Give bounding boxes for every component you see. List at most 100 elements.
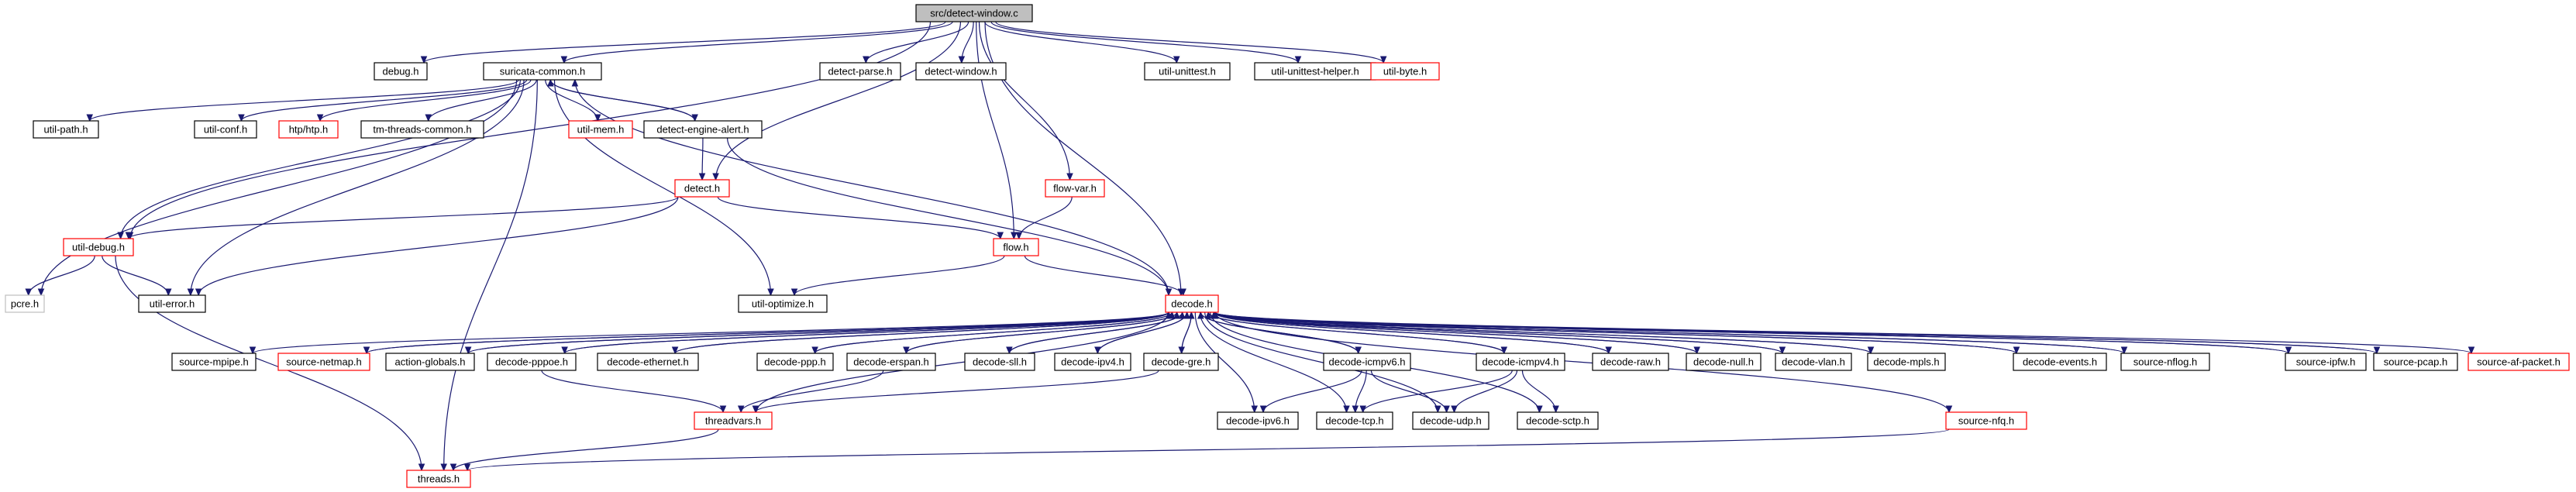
node-decode-ppp[interactable]: decode-ppp.h bbox=[756, 353, 834, 371]
node-decode-erspan[interactable]: decode-erspan.h bbox=[846, 353, 936, 371]
node-decode-raw[interactable]: decode-raw.h bbox=[1592, 353, 1669, 371]
edge-decode-gre-to-decode bbox=[1181, 311, 1195, 354]
node-label: util-byte.h bbox=[1383, 66, 1427, 77]
node-decode-icmpv4[interactable]: decode-icmpv4.h bbox=[1476, 353, 1565, 371]
node-decode-vlan[interactable]: decode-vlan.h bbox=[1775, 353, 1852, 371]
node-decode-events[interactable]: decode-events.h bbox=[2013, 353, 2107, 371]
node-decode-icmpv6[interactable]: decode-icmpv6.h bbox=[1323, 353, 1411, 371]
node-threadvars[interactable]: threadvars.h bbox=[694, 411, 773, 430]
node-util-debug[interactable]: util-debug.h bbox=[63, 238, 134, 256]
node-box bbox=[2285, 353, 2367, 371]
node-box bbox=[568, 120, 633, 139]
node-box bbox=[1370, 62, 1440, 81]
node-detect[interactable]: detect.h bbox=[674, 179, 730, 198]
node-detect-window[interactable]: detect-window.h bbox=[915, 62, 1007, 81]
node-pcre[interactable]: pcre.h bbox=[5, 294, 45, 313]
node-box bbox=[915, 4, 1033, 22]
node-flow[interactable]: flow.h bbox=[993, 238, 1039, 256]
node-root[interactable]: src/detect-window.c bbox=[915, 4, 1033, 22]
node-htp[interactable]: htp/htp.h bbox=[278, 120, 339, 139]
node-label: decode-mpls.h bbox=[1873, 356, 1939, 368]
node-detect-engine-alert[interactable]: detect-engine-alert.h bbox=[643, 120, 763, 139]
node-label: decode-sctp.h bbox=[1526, 415, 1589, 427]
node-box bbox=[738, 294, 828, 313]
node-label: source-af-packet.h bbox=[2477, 356, 2561, 368]
node-label: src/detect-window.c bbox=[930, 8, 1018, 19]
edge-decode-icmpv6-to-decode-udp bbox=[1370, 370, 1450, 414]
node-box bbox=[2120, 353, 2210, 371]
edge-root-to-util-byte bbox=[995, 21, 1387, 64]
edge-root-to-util-unittest-helper bbox=[990, 21, 1302, 64]
node-box bbox=[487, 353, 577, 371]
node-box bbox=[1143, 353, 1219, 371]
node-source-af-packet[interactable]: source-af-packet.h bbox=[2468, 353, 2570, 371]
node-util-optimize[interactable]: util-optimize.h bbox=[738, 294, 828, 313]
node-decode-ipv4[interactable]: decode-ipv4.h bbox=[1054, 353, 1131, 371]
edge-util-debug-to-util-error bbox=[102, 255, 172, 297]
node-label: pcre.h bbox=[11, 298, 39, 310]
node-threads[interactable]: threads.h bbox=[406, 470, 471, 488]
node-decode[interactable]: decode.h bbox=[1165, 294, 1219, 313]
node-action-globals[interactable]: action-globals.h bbox=[385, 353, 475, 371]
edge-suricata-common-to-tm-threads-common bbox=[425, 79, 537, 122]
edges-layer bbox=[25, 21, 2475, 472]
edge-decode-gre-to-threadvars bbox=[752, 370, 1159, 414]
node-box bbox=[1045, 179, 1105, 198]
edge-decode-events-to-decode bbox=[1211, 311, 2017, 354]
node-box bbox=[1945, 411, 2027, 430]
node-util-error[interactable]: util-error.h bbox=[138, 294, 206, 313]
node-decode-ethernet[interactable]: decode-ethernet.h bbox=[597, 353, 699, 371]
node-suricata-common[interactable]: suricata-common.h bbox=[483, 62, 602, 81]
node-flow-var[interactable]: flow-var.h bbox=[1045, 179, 1105, 198]
edge-suricata-common-to-pcre bbox=[37, 79, 518, 297]
node-util-mem[interactable]: util-mem.h bbox=[568, 120, 633, 139]
node-label: decode-icmpv6.h bbox=[1329, 356, 1406, 368]
edge-detect-to-util-debug bbox=[125, 196, 679, 240]
node-label: decode-icmpv4.h bbox=[1483, 356, 1559, 368]
node-label: decode-events.h bbox=[2023, 356, 2097, 368]
node-label: suricata-common.h bbox=[500, 66, 586, 77]
edge-decode-icmpv6-to-decode-ipv6 bbox=[1259, 370, 1362, 414]
node-box bbox=[360, 120, 484, 139]
node-source-mpipe[interactable]: source-mpipe.h bbox=[171, 353, 257, 371]
node-source-nfq[interactable]: source-nfq.h bbox=[1945, 411, 2027, 430]
node-label: decode-ipv6.h bbox=[1226, 415, 1290, 427]
node-util-path[interactable]: util-path.h bbox=[33, 120, 99, 139]
edge-detect-to-flow bbox=[717, 196, 1004, 240]
node-debug[interactable]: debug.h bbox=[374, 62, 428, 81]
edge-source-pcap-to-decode bbox=[1211, 311, 2378, 354]
node-box bbox=[385, 353, 475, 371]
node-tm-threads-common[interactable]: tm-threads-common.h bbox=[360, 120, 484, 139]
node-detect-parse[interactable]: detect-parse.h bbox=[819, 62, 901, 81]
node-source-netmap[interactable]: source-netmap.h bbox=[277, 353, 370, 371]
node-decode-sll[interactable]: decode-sll.h bbox=[964, 353, 1035, 371]
node-box bbox=[374, 62, 428, 81]
node-decode-ipv6[interactable]: decode-ipv6.h bbox=[1217, 411, 1299, 430]
node-decode-null[interactable]: decode-null.h bbox=[1686, 353, 1762, 371]
node-source-nflog[interactable]: source-nflog.h bbox=[2120, 353, 2210, 371]
node-util-conf[interactable]: util-conf.h bbox=[194, 120, 257, 139]
node-box bbox=[674, 179, 730, 198]
node-util-unittest[interactable]: util-unittest.h bbox=[1144, 62, 1231, 81]
node-box bbox=[406, 470, 471, 488]
node-decode-gre[interactable]: decode-gre.h bbox=[1143, 353, 1219, 371]
node-box bbox=[2013, 353, 2107, 371]
node-decode-mpls[interactable]: decode-mpls.h bbox=[1867, 353, 1946, 371]
node-util-unittest-helper[interactable]: util-unittest-helper.h bbox=[1254, 62, 1376, 81]
node-source-pcap[interactable]: source-pcap.h bbox=[2373, 353, 2458, 371]
edge-decode-pppoe-to-decode bbox=[564, 311, 1173, 354]
node-label: util-mem.h bbox=[577, 124, 625, 136]
node-decode-sctp[interactable]: decode-sctp.h bbox=[1517, 411, 1599, 430]
node-label: decode-erspan.h bbox=[853, 356, 929, 368]
node-box bbox=[1054, 353, 1131, 371]
edge-root-to-detect-window bbox=[958, 21, 974, 64]
node-box bbox=[483, 62, 602, 81]
node-decode-udp[interactable]: decode-udp.h bbox=[1412, 411, 1489, 430]
node-decode-pppoe[interactable]: decode-pppoe.h bbox=[487, 353, 577, 371]
node-decode-tcp[interactable]: decode-tcp.h bbox=[1316, 411, 1393, 430]
node-box bbox=[2373, 353, 2458, 371]
node-box bbox=[171, 353, 257, 371]
node-source-ipfw[interactable]: source-ipfw.h bbox=[2285, 353, 2367, 371]
node-util-byte[interactable]: util-byte.h bbox=[1370, 62, 1440, 81]
node-box bbox=[846, 353, 936, 371]
